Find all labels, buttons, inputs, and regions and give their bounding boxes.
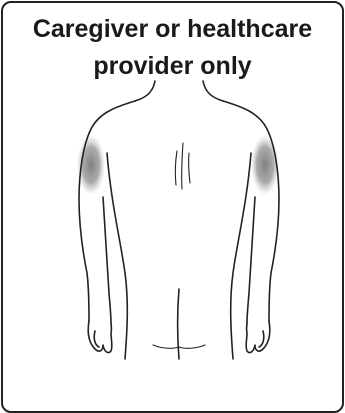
spine-line-2 [182, 143, 183, 189]
neck-left-line [135, 81, 155, 101]
right-hand [246, 321, 270, 353]
glute-cleft [178, 289, 180, 359]
torso-right-side [231, 153, 251, 359]
body-outline [79, 81, 279, 359]
torso-left-side [107, 153, 127, 359]
right-inner-arm [247, 197, 255, 323]
left-hand-finger [94, 331, 99, 347]
right-arm-injection-area [251, 135, 279, 195]
spine-line-1 [175, 151, 177, 185]
spine-line-3 [189, 153, 190, 183]
back-of-body-illustration [3, 3, 342, 411]
left-inner-arm [103, 197, 111, 323]
neck-right-line [203, 81, 223, 101]
right-hand-finger [259, 331, 264, 347]
left-hand [88, 321, 112, 353]
